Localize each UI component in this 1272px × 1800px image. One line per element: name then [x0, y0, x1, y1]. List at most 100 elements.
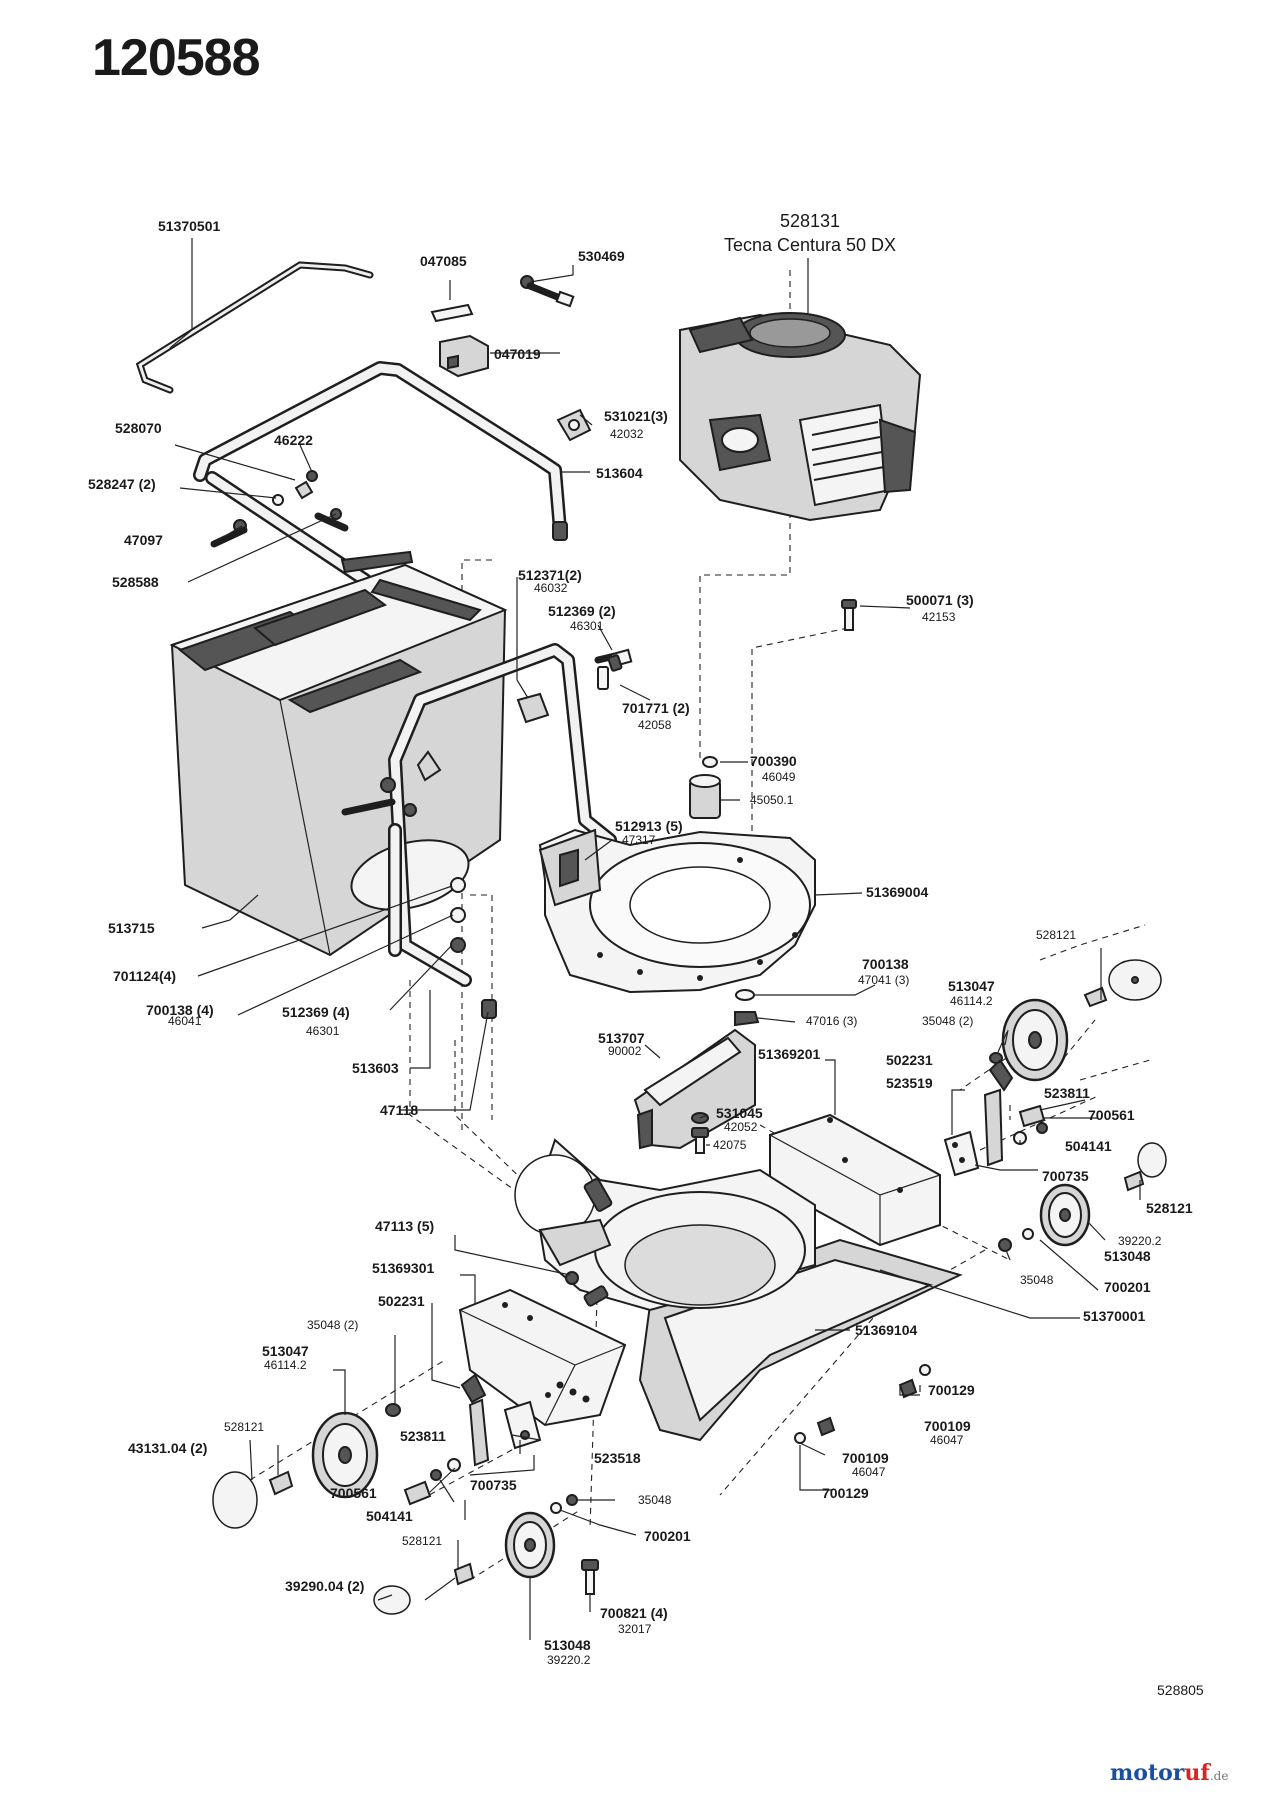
part-label-700109-bottom: 700109 [842, 1450, 889, 1466]
part-label-700138-left: 700138 (4) [146, 1002, 214, 1018]
part-label-51369301: 51369301 [372, 1260, 435, 1276]
nuts-700109-700129 [794, 1364, 931, 1444]
wheel-513047-left [212, 1403, 401, 1529]
part-label-523519: 523519 [886, 1075, 933, 1091]
part-label-47097: 47097 [124, 532, 163, 548]
part-label-513048-right: 513048 [1104, 1248, 1151, 1264]
part-label-700201-right: 700201 [1104, 1279, 1151, 1295]
part-label-513048-left: 513048 [544, 1637, 591, 1653]
part-label-530469: 530469 [578, 248, 625, 264]
part-label-502231-left: 502231 [378, 1293, 425, 1309]
sub-label-46032: 46032 [534, 581, 568, 595]
part-label-502231-right: 502231 [886, 1052, 933, 1068]
part-label-523811-right: 523811 [1044, 1085, 1090, 1101]
sub-label-42153: 42153 [922, 610, 956, 624]
wheel-513047-right [989, 959, 1162, 1082]
part-label-46222: 46222 [274, 432, 313, 448]
part-label-047085: 047085 [420, 253, 467, 269]
part-label-528121-right: 528121 [1146, 1200, 1193, 1216]
sub-label-46047-right: 46047 [930, 1433, 964, 1447]
wheel-513048-right [998, 1142, 1167, 1252]
part-label-523518: 523518 [594, 1450, 641, 1466]
collection-bag-513715 [169, 550, 508, 957]
part-label-512371: 512371(2) [518, 567, 582, 583]
part-label-531045: 531045 [716, 1105, 763, 1121]
part-label-512369-bottom: 512369 (4) [282, 1004, 350, 1020]
part-label-528247: 528247 (2) [88, 476, 156, 492]
part-label-700129-bottom: 700129 [822, 1485, 869, 1501]
sub-label-35048-left: 35048 (2) [307, 1318, 359, 1332]
part-label-513603: 513603 [352, 1060, 399, 1076]
wheel-bracket-51369301 [458, 1288, 627, 1427]
part-label-513604: 513604 [596, 465, 643, 481]
wheel-513048-left [373, 1494, 578, 1615]
part-label-528588: 528588 [112, 574, 159, 590]
motoruf-logo: motoruf.de [1110, 1760, 1229, 1786]
nuts-700138 [734, 989, 760, 1027]
handle-hardware [210, 470, 349, 548]
part-label-47118: 47118 [380, 1102, 419, 1118]
sub-label-39220-left: 39220.2 [547, 1653, 591, 1667]
part-label-700735-left: 700735 [470, 1477, 517, 1493]
part-label-47113: 47113 (5) [375, 1218, 435, 1234]
sub-label-45050-1: 45050.1 [750, 793, 794, 807]
part-label-700561-right: 700561 [1088, 1107, 1135, 1123]
part-label-531021: 531021(3) [604, 408, 668, 424]
part-label-700821: 700821 (4) [600, 1605, 668, 1621]
sub-label-528121-top: 528121 [1036, 928, 1077, 942]
base-housing-51369104 [514, 1138, 963, 1442]
sub-label-46114-right: 46114.2 [950, 994, 993, 1008]
part-label-51370001: 51370001 [1083, 1308, 1146, 1324]
part-label-51369004: 51369004 [866, 884, 929, 900]
part-label-700109-right: 700109 [924, 1418, 971, 1434]
bolt-701771 [607, 654, 623, 672]
sub-label-47317: 47317 [622, 833, 656, 847]
part-label-700138-right: 700138 [862, 956, 909, 972]
part-label-513715: 513715 [108, 920, 155, 936]
part-label-513047-left: 513047 [262, 1343, 309, 1359]
sub-label-39220-right: 39220.2 [1118, 1234, 1162, 1248]
part-label-512913: 512913 (5) [615, 818, 683, 834]
part-label-51370501: 51370501 [158, 218, 221, 234]
engine-528131 [679, 312, 922, 522]
sub-label-47041: 47041 (3) [858, 973, 910, 987]
sub-label-42058: 42058 [638, 718, 672, 732]
sub-label-32017: 32017 [618, 1622, 652, 1636]
sub-label-42032: 42032 [610, 427, 644, 441]
sub-label-35048-right: 35048 (2) [922, 1014, 974, 1028]
part-label-701771: 701771 (2) [622, 700, 690, 716]
cable-clip-531021 [556, 408, 592, 442]
sub-label-35048-left-small: 35048 [638, 1493, 672, 1507]
part-label-523811-left: 523811 [400, 1428, 446, 1444]
bolt-700821 [581, 1559, 599, 1595]
bolt-500071 [841, 599, 857, 631]
sub-label-46301-bottom: 46301 [306, 1024, 340, 1038]
part-label-504141-left: 504141 [366, 1508, 413, 1524]
part-label-047019: 047019 [494, 346, 541, 362]
lower-handle-513603 [341, 643, 633, 1019]
leader-lines [169, 238, 1141, 1640]
support-rod-51370501 [135, 261, 374, 394]
part-label-500071: 500071 (3) [906, 592, 974, 608]
sub-label-42052: 42052 [724, 1120, 758, 1134]
part-label-700129-right: 700129 [928, 1382, 975, 1398]
part-label-504141-right: 504141 [1065, 1138, 1112, 1154]
sub-label-46041: 46041 [168, 1014, 202, 1028]
part-label-513047-right: 513047 [948, 978, 995, 994]
drawing-number: 528805 [1157, 1682, 1204, 1698]
part-label-513707: 513707 [598, 1030, 645, 1046]
bolt-531045 [691, 1112, 709, 1154]
part-label-700735-right: 700735 [1042, 1168, 1089, 1184]
sub-label-46049: 46049 [762, 770, 796, 784]
part-label-39290-04: 39290.04 (2) [285, 1578, 365, 1594]
label-plate-047085 [430, 303, 474, 323]
fan-housing-51369004 [538, 828, 816, 994]
spacer-45050-1 [689, 756, 721, 819]
sub-label-90002: 90002 [608, 1044, 642, 1058]
diagram-number: 120588 [92, 29, 261, 87]
part-label-512369-top: 512369 (2) [548, 603, 616, 619]
sub-label-35048-right-small: 35048 [1020, 1273, 1054, 1287]
sub-label-46047-bottom: 46047 [852, 1465, 886, 1479]
